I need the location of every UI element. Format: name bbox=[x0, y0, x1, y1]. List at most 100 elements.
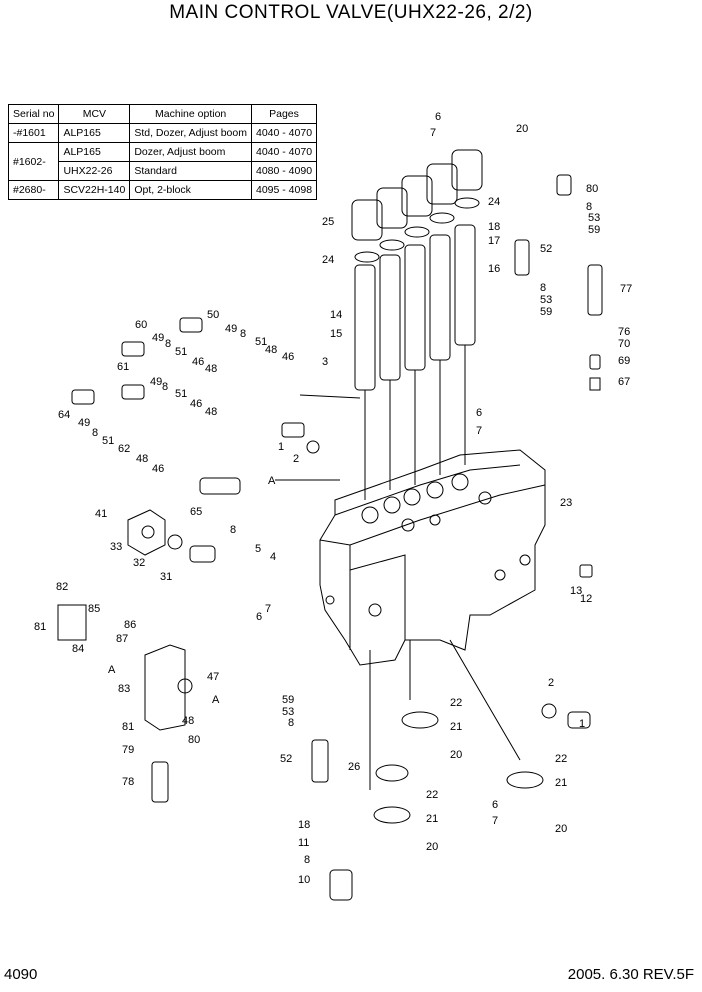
callout: 8 bbox=[230, 524, 236, 536]
spool-caps bbox=[351, 149, 483, 263]
callout: 51 bbox=[175, 388, 187, 400]
callout: 49 bbox=[225, 323, 237, 335]
callout: 15 bbox=[330, 328, 342, 340]
callout: 59 bbox=[588, 224, 600, 236]
callout: 59 bbox=[540, 306, 552, 318]
callout: 26 bbox=[348, 761, 360, 773]
callout: 25 bbox=[322, 216, 334, 228]
callout: 16 bbox=[488, 263, 500, 275]
callout: 32 bbox=[133, 557, 145, 569]
callout: 10 bbox=[298, 874, 310, 886]
callout: 7 bbox=[265, 603, 271, 615]
callout: A bbox=[108, 664, 116, 676]
callout: 49 bbox=[152, 332, 164, 344]
callout: 49 bbox=[150, 376, 162, 388]
callout: 8 bbox=[288, 717, 294, 729]
callout: 64 bbox=[58, 409, 70, 421]
callout: 20 bbox=[516, 123, 528, 135]
callout: 3 bbox=[322, 356, 328, 368]
callout: 8 bbox=[165, 338, 171, 350]
callout: 67 bbox=[618, 376, 630, 388]
callout: 52 bbox=[540, 243, 552, 255]
callout: 51 bbox=[102, 435, 114, 447]
callout: 48 bbox=[205, 406, 217, 418]
callout: 2 bbox=[293, 453, 299, 465]
callout: 1 bbox=[579, 718, 585, 730]
cell-pages: 4095 - 4098 bbox=[250, 180, 318, 200]
callout: 70 bbox=[618, 338, 630, 350]
callout: 53 bbox=[588, 212, 600, 224]
callout: 7 bbox=[476, 425, 482, 437]
page-title: MAIN CONTROL VALVE(UHX22-26, 2/2) bbox=[169, 2, 533, 23]
callout: 20 bbox=[426, 841, 438, 853]
callout: 24 bbox=[488, 196, 500, 208]
callout: 18 bbox=[488, 221, 500, 233]
cell-mcv: ALP165 bbox=[58, 123, 131, 143]
header-mcv: MCV bbox=[58, 104, 131, 124]
callout: 18 bbox=[298, 819, 310, 831]
callout: 81 bbox=[122, 721, 134, 733]
callout: 11 bbox=[298, 837, 309, 849]
callout: 8 bbox=[92, 427, 98, 439]
callout: 4 bbox=[270, 551, 276, 563]
cell-serial: #2680- bbox=[7, 180, 60, 200]
cell-pages: 4040 - 4070 bbox=[250, 142, 318, 162]
callout: 49 bbox=[78, 417, 90, 429]
callout: 8 bbox=[240, 328, 246, 340]
callout: 22 bbox=[426, 789, 438, 801]
callout: 1 bbox=[278, 441, 284, 453]
callout: 85 bbox=[88, 603, 100, 615]
callout: 46 bbox=[192, 356, 204, 368]
callout: 8 bbox=[162, 381, 168, 393]
callout: 51 bbox=[175, 346, 187, 358]
callout: 65 bbox=[190, 506, 202, 518]
callout: 5 bbox=[255, 543, 261, 555]
callout: 84 bbox=[72, 643, 84, 655]
callout: 20 bbox=[555, 823, 567, 835]
callout: 14 bbox=[330, 309, 342, 321]
callout: 21 bbox=[450, 721, 462, 733]
callout: 78 bbox=[122, 776, 134, 788]
callout: 60 bbox=[135, 319, 147, 331]
callout-labels: 6 7 20 24 25 18 17 24 16 14 15 80 8 53 5… bbox=[34, 111, 632, 886]
callout: A bbox=[212, 694, 220, 706]
callout: 76 bbox=[618, 326, 630, 338]
cell-mcv: SCV22H-140 bbox=[58, 180, 131, 200]
callout: 7 bbox=[492, 815, 498, 827]
callout: 24 bbox=[322, 254, 334, 266]
callout: 46 bbox=[152, 463, 164, 475]
callout: 46 bbox=[190, 398, 202, 410]
callout: 23 bbox=[560, 497, 572, 509]
cell-pages: 4080 - 4090 bbox=[250, 161, 318, 181]
page-number: 4090 bbox=[4, 966, 38, 983]
callout: 80 bbox=[586, 183, 598, 195]
callout: 47 bbox=[207, 671, 219, 683]
callout: 86 bbox=[124, 619, 136, 631]
callout: 52 bbox=[280, 753, 292, 765]
callout: 2 bbox=[548, 677, 554, 689]
cell-serial: #1602- bbox=[7, 142, 60, 181]
callout: 20 bbox=[450, 749, 462, 761]
callout: A bbox=[268, 475, 276, 487]
callout: 33 bbox=[110, 541, 122, 553]
callout: 21 bbox=[426, 813, 438, 825]
callout: 46 bbox=[282, 351, 294, 363]
callout: 82 bbox=[56, 581, 68, 593]
exploded-diagram: 6 7 20 24 25 18 17 24 16 14 15 80 8 53 5… bbox=[34, 111, 632, 901]
callout: 13 bbox=[570, 585, 582, 597]
serial-table: Serial no MCV Machine option Pages -#160… bbox=[7, 104, 318, 200]
callout: 17 bbox=[488, 235, 500, 247]
table-row: #2680- SCV22H-140 Opt, 2-block 4095 - 40… bbox=[7, 180, 318, 200]
callout: 59 bbox=[282, 694, 294, 706]
callout: 41 bbox=[95, 508, 107, 520]
callout: 53 bbox=[540, 294, 552, 306]
callout: 8 bbox=[304, 854, 310, 866]
callout: 62 bbox=[118, 443, 130, 455]
callout: 6 bbox=[492, 799, 498, 811]
callout: 22 bbox=[450, 697, 462, 709]
callout: 12 bbox=[580, 593, 592, 605]
callout: 51 bbox=[255, 336, 267, 348]
callout: 77 bbox=[620, 283, 632, 295]
callout: 31 bbox=[160, 571, 172, 583]
table-row: UHX22-26 Standard 4080 - 4090 bbox=[9, 161, 318, 181]
